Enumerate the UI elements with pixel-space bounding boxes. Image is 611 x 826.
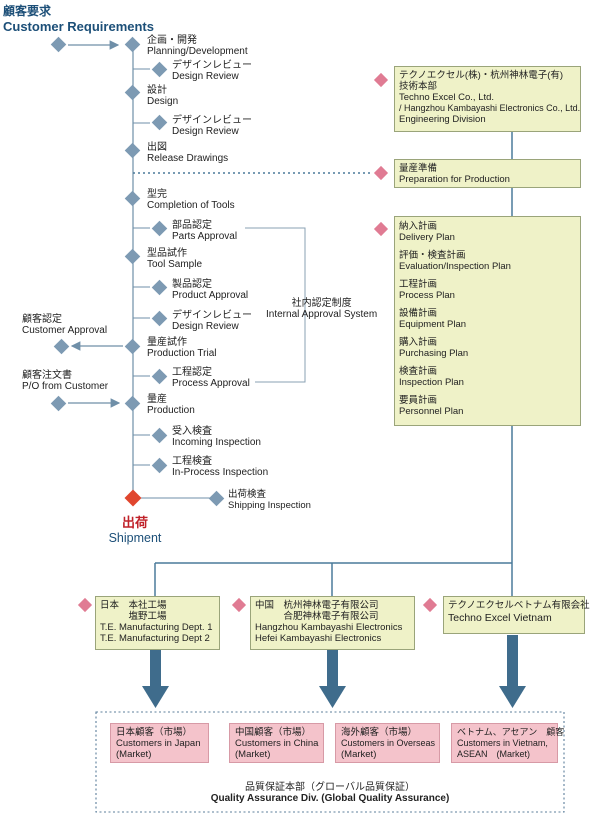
engineering-division-box: テクノエクセル(株)・杭州神林電子(有) 技術本部 Techno Excel C… [394, 66, 581, 132]
quality-assurance-label: 品質保証本部（グローバル品質保証） Quality Assurance Div.… [210, 782, 450, 804]
market-china-box: 中国顧客（市場） Customers in China (Market) [229, 723, 324, 763]
market-japan-box: 日本顧客（市場） Customers in Japan (Market) [110, 723, 209, 763]
shipment-label: 出荷 Shipment [108, 515, 162, 545]
title-en: Customer Requirements [3, 19, 154, 34]
preparation-box: 量産準備 Preparation for Production [394, 159, 581, 188]
market-overseas-box: 海外顧客（市場） Customers in Overseas (Market) [335, 723, 440, 763]
market-vietnam-box: ベトナム、アセアン 顧客 Customers in Vietnam, ASEAN… [451, 723, 564, 763]
factory-vietnam-box: テクノエクセルベトナム有限会社 Techno Excel Vietnam [443, 596, 590, 634]
title-jp: 顧客要求 [3, 4, 52, 18]
header: 顧客要求 Customer Requirements [3, 2, 154, 34]
factory-china-box: 中国 杭州神林電子有限公司 合肥神林電子有限公司 Hangzhou Kambay… [250, 596, 415, 650]
factory-japan-box: 日本 本社工場 塩野工場 T.E. Manufacturing Dept. 1 … [95, 596, 220, 650]
